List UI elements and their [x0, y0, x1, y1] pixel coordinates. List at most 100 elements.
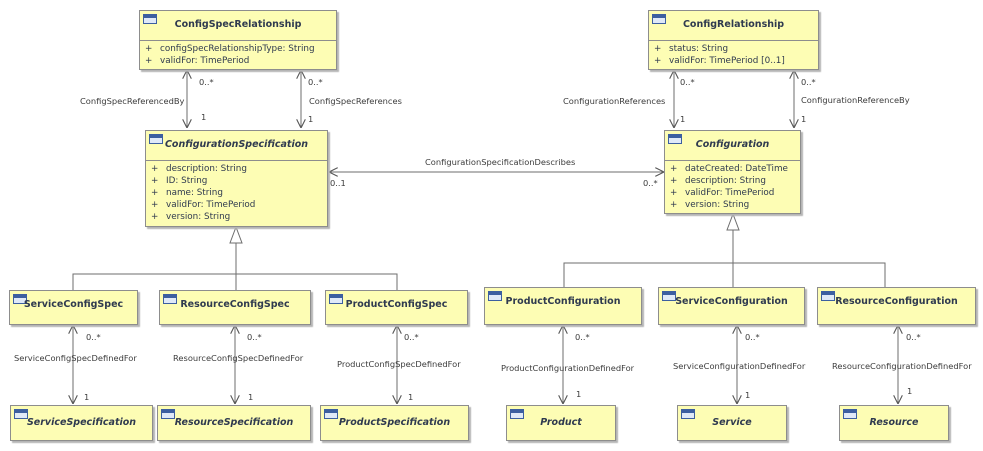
class-name: Product — [540, 417, 582, 428]
label-configuration-specification-describes: ConfigurationSpecificationDescribes — [425, 157, 575, 167]
attribute: +description: String — [151, 164, 247, 174]
class-product-specification[interactable]: ProductSpecification — [320, 405, 469, 441]
class-name: ServiceSpecification — [26, 417, 137, 428]
mult-resource-configuration-defined-for-bottom: 1 — [907, 386, 912, 396]
class-name: Resource — [869, 417, 919, 428]
label-product-config-spec-defined-for: ProductConfigSpecDefinedFor — [337, 359, 461, 369]
class-name: ProductConfiguration — [505, 296, 621, 307]
attribute: +validFor: TimePeriod [0..1] — [654, 56, 785, 66]
mult-service-configuration-defined-for-top: 0..* — [745, 332, 760, 342]
class-product-configuration[interactable]: ProductConfiguration — [484, 287, 642, 325]
attribute: +description: String — [670, 176, 766, 186]
mult-configuration-specification-describes-right: 0..* — [643, 178, 658, 188]
mult-product-configuration-defined-for-bottom: 1 — [576, 389, 581, 399]
label-service-config-spec-defined-for: ServiceConfigSpecDefinedFor — [14, 353, 137, 363]
class-name: ServiceConfigSpec — [23, 299, 124, 310]
class-service-specification[interactable]: ServiceSpecification — [10, 405, 153, 441]
mult-config-spec-referenced-by-top: 0..* — [199, 77, 214, 87]
class-configuration[interactable]: Configuration +dateCreated: DateTime +de… — [664, 130, 801, 214]
mult-config-spec-referenced-by-bottom: 1 — [201, 112, 206, 122]
class-name: ProductConfigSpec — [345, 299, 448, 310]
class-icon — [149, 134, 163, 144]
class-icon — [681, 409, 695, 419]
mult-configuration-specification-describes-left: 0..1 — [330, 178, 346, 188]
attribute: +configSpecRelationshipType: String — [145, 44, 315, 54]
label-resource-config-spec-defined-for: ResourceConfigSpecDefinedFor — [173, 353, 304, 363]
mult-product-configuration-defined-for-top: 0..* — [575, 332, 590, 342]
label-resource-configuration-defined-for: ResourceConfigurationDefinedFor — [832, 361, 972, 371]
class-service-config-spec[interactable]: ServiceConfigSpec — [9, 290, 138, 325]
class-name: Configuration — [695, 139, 770, 150]
class-name: ProductSpecification — [338, 417, 451, 428]
label-service-configuration-defined-for: ServiceConfigurationDefinedFor — [673, 361, 806, 371]
class-name: ResourceConfiguration — [835, 296, 958, 307]
mult-configuration-references-bottom: 1 — [680, 114, 685, 124]
generalization-arrow-configuration — [726, 212, 740, 231]
mult-config-spec-references-bottom: 1 — [308, 114, 313, 124]
class-name: ConfigurationSpecification — [164, 139, 309, 150]
class-service-configuration[interactable]: ServiceConfiguration — [658, 287, 805, 325]
generalization-arrow-config-spec — [229, 225, 243, 244]
mult-configuration-referenced-by-top: 0..* — [801, 77, 816, 87]
class-configuration-specification[interactable]: ConfigurationSpecification +description:… — [145, 130, 328, 227]
class-resource-config-spec[interactable]: ResourceConfigSpec — [159, 290, 311, 325]
mult-config-spec-references-top: 0..* — [308, 77, 323, 87]
class-name: ResourceConfigSpec — [180, 299, 290, 310]
attribute: +validFor: TimePeriod — [670, 188, 775, 198]
mult-configuration-references-top: 0..* — [680, 77, 695, 87]
class-config-relationship[interactable]: ConfigRelationship +status: String +vali… — [648, 10, 819, 70]
mult-service-config-spec-defined-for-bottom: 1 — [84, 392, 89, 402]
class-resource-configuration[interactable]: ResourceConfiguration — [817, 287, 976, 325]
class-name: ConfigRelationship — [682, 19, 785, 30]
class-icon — [161, 409, 175, 419]
label-product-configuration-defined-for: ProductConfigurationDefinedFor — [501, 363, 635, 373]
attribute: +version: String — [670, 200, 750, 210]
class-icon — [652, 14, 666, 24]
mult-configuration-referenced-by-bottom: 1 — [801, 114, 806, 124]
class-icon — [488, 291, 502, 301]
attribute-list: +description: String +ID: String +name: … — [146, 161, 327, 223]
class-icon — [143, 14, 157, 24]
class-service[interactable]: Service — [677, 405, 787, 441]
class-icon — [14, 409, 28, 419]
attribute: +dateCreated: DateTime — [670, 164, 788, 174]
class-resource[interactable]: Resource — [839, 405, 949, 441]
class-icon — [324, 409, 338, 419]
mult-service-configuration-defined-for-bottom: 1 — [745, 390, 750, 400]
class-name: ServiceConfiguration — [675, 296, 788, 307]
class-name: Service — [712, 417, 752, 428]
class-icon — [13, 294, 27, 304]
mult-resource-config-spec-defined-for-bottom: 1 — [248, 392, 253, 402]
attribute-list: +configSpecRelationshipType: String +val… — [140, 41, 336, 67]
class-name: ResourceSpecification — [174, 417, 294, 428]
attribute: +validFor: TimePeriod — [151, 200, 256, 210]
attribute: +ID: String — [151, 176, 208, 186]
attribute: +name: String — [151, 188, 223, 198]
mult-product-config-spec-defined-for-top: 0..* — [404, 332, 419, 342]
attribute-list: +status: String +validFor: TimePeriod [0… — [649, 41, 818, 67]
class-product[interactable]: Product — [506, 405, 616, 441]
label-configuration-references: ConfigurationReferences — [563, 96, 665, 106]
label-configuration-referenced-by: ConfigurationReferenceBy — [801, 95, 910, 105]
attribute: +validFor: TimePeriod — [145, 56, 250, 66]
class-resource-specification[interactable]: ResourceSpecification — [157, 405, 311, 441]
attribute: +version: String — [151, 212, 231, 222]
class-product-config-spec[interactable]: ProductConfigSpec — [325, 290, 468, 325]
class-icon — [662, 291, 676, 301]
class-icon — [510, 409, 524, 419]
label-config-spec-references: ConfigSpecReferences — [309, 96, 402, 106]
mult-product-config-spec-defined-for-bottom: 1 — [408, 392, 413, 402]
mult-service-config-spec-defined-for-top: 0..* — [86, 332, 101, 342]
label-config-spec-referenced-by: ConfigSpecReferencedBy — [80, 96, 185, 106]
attribute-list: +dateCreated: DateTime +description: Str… — [665, 161, 800, 211]
mult-resource-configuration-defined-for-top: 0..* — [906, 332, 921, 342]
generalization-bus-configuration — [563, 262, 886, 287]
class-config-spec-relationship[interactable]: ConfigSpecRelationship +configSpecRelati… — [139, 10, 337, 70]
class-icon — [821, 291, 835, 301]
class-icon — [163, 294, 177, 304]
class-icon — [329, 294, 343, 304]
attribute: +status: String — [654, 44, 729, 54]
mult-resource-config-spec-defined-for-top: 0..* — [247, 332, 262, 342]
